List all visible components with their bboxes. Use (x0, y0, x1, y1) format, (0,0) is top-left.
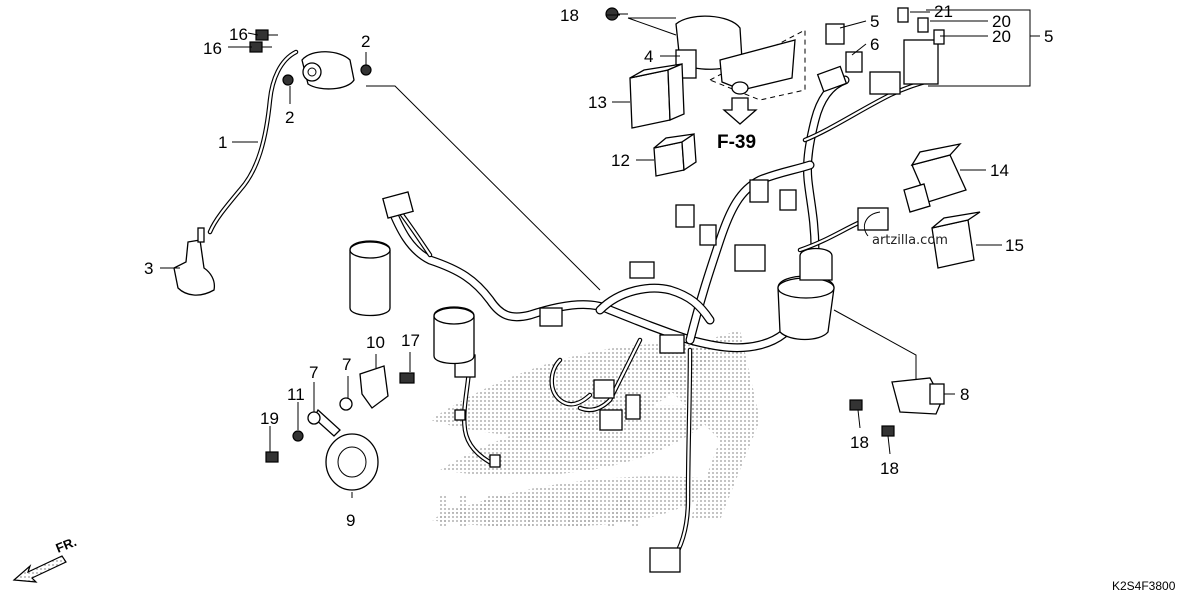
callout-13: 13 (588, 93, 607, 112)
callout-7a: 7 (309, 363, 318, 382)
callout-16b: 16 (203, 39, 222, 58)
callout-20b: 20 (992, 27, 1011, 46)
reference-label: F-39 (717, 132, 756, 153)
wire-harness (385, 75, 928, 563)
bolt-17 (399, 372, 415, 384)
callout-2a: 2 (361, 32, 370, 51)
leader-lines (160, 9, 1040, 498)
watermark-text: artzilla.com (872, 233, 948, 248)
part-5-connector (825, 23, 845, 45)
callout-18b: 18 (850, 433, 869, 452)
part-14-unit (903, 142, 967, 213)
callout-4: 4 (644, 47, 653, 66)
bolt-19 (265, 451, 279, 463)
callout-5a: 5 (870, 12, 879, 31)
callout-7b: 7 (342, 355, 351, 374)
callout-9: 9 (346, 511, 355, 530)
bolt-18-b (881, 425, 895, 437)
callout-8: 8 (960, 385, 969, 404)
reference-f39: F-39 (717, 97, 758, 153)
callout-6: 6 (870, 35, 879, 54)
callout-11: 11 (287, 385, 305, 404)
nut-2a (360, 64, 372, 76)
condenser-left (349, 240, 391, 317)
callout-19: 19 (260, 409, 279, 428)
nut-11 (292, 430, 304, 442)
callout-labels: 16 16 2 2 1 3 18 4 13 12 5 6 21 20 20 5 … (144, 2, 1053, 530)
callout-5b: 5 (1044, 27, 1053, 46)
condenser-mid (433, 306, 475, 365)
callout-20a: 20 (992, 12, 1011, 31)
watermark: artzilla.com (864, 211, 948, 248)
part-15-unit (931, 211, 981, 269)
diagram-code: K2S4F3800 (1112, 579, 1176, 593)
callout-10: 10 (366, 333, 385, 352)
honda-wing-logo: HONDA (430, 330, 760, 538)
honda-logo-text: HONDA (435, 487, 647, 538)
callout-14: 14 (990, 161, 1009, 180)
callout-15: 15 (1005, 236, 1024, 255)
nut-2b (282, 74, 294, 86)
part-4-assembly (675, 15, 806, 101)
part-9-horn (313, 408, 379, 491)
callout-21: 21 (934, 2, 953, 21)
fuse-block (897, 7, 945, 85)
part-high-tension-cord (207, 49, 355, 235)
callout-12: 12 (611, 151, 630, 170)
part-12-relay (653, 132, 697, 177)
callout-3: 3 (144, 259, 153, 278)
washer-7b (339, 397, 353, 411)
part-6-connector (845, 51, 863, 73)
callout-18a: 18 (560, 6, 579, 25)
part-8-sensor (891, 377, 945, 415)
part-13-relay (629, 63, 685, 129)
callout-17: 17 (401, 331, 420, 350)
washer-7a (307, 411, 321, 425)
front-direction-arrow: FR. (12, 534, 79, 583)
callout-1: 1 (218, 133, 227, 152)
harness-connectors (382, 65, 901, 573)
callout-18c: 18 (880, 459, 899, 478)
bolt-18-a (849, 399, 863, 411)
bolt-18-top (605, 7, 628, 21)
part-10-bracket (359, 365, 389, 409)
callout-2b: 2 (285, 108, 294, 127)
bolt-16b (249, 41, 272, 53)
direction-label: FR. (54, 534, 79, 556)
part-spark-plug-cap (173, 227, 216, 296)
callout-16a: 16 (229, 25, 248, 44)
condenser-right (777, 247, 835, 341)
bolt-16a (255, 29, 278, 41)
